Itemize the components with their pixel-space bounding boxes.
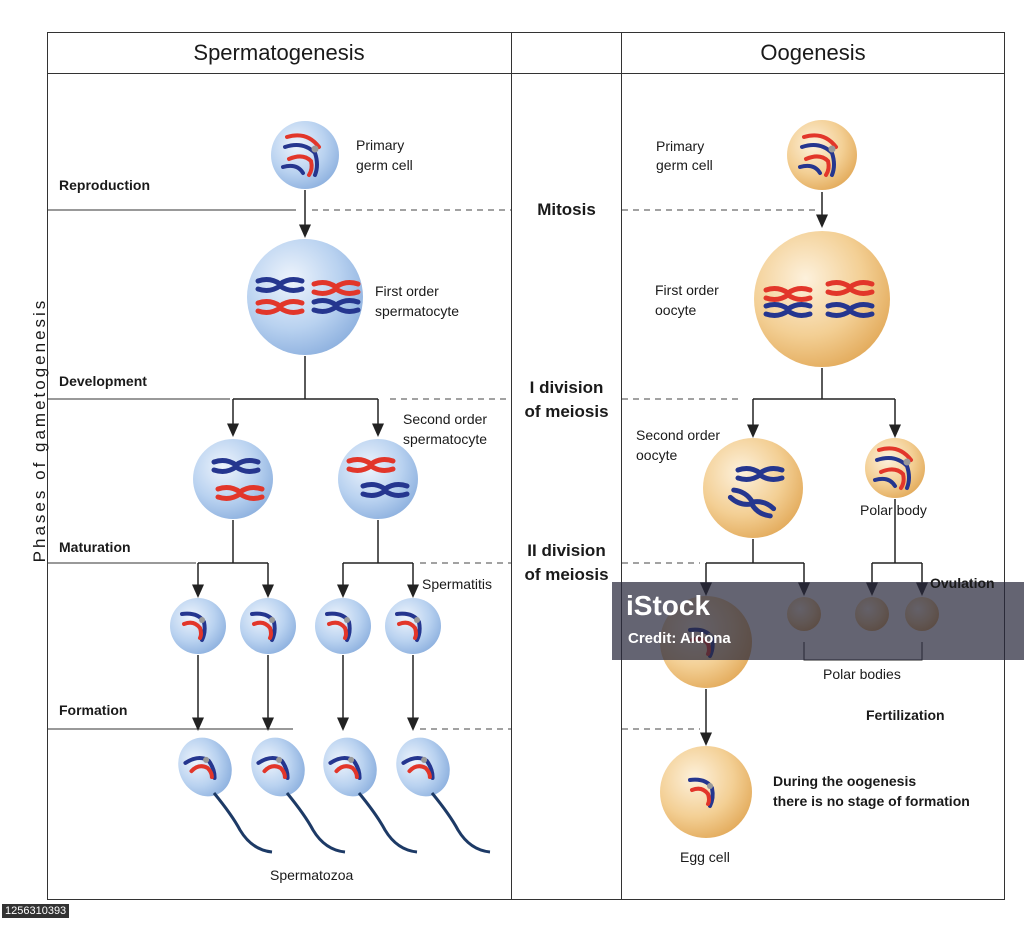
sperm-primary-label-b: germ cell (356, 157, 413, 173)
column-divider-left (511, 32, 512, 900)
watermark-band (612, 582, 1024, 660)
phase-development: Development (59, 373, 147, 389)
oo-first-order-label-b: oocyte (655, 302, 697, 318)
phase-formation: Formation (59, 702, 128, 718)
ovulation-label: Ovulation (930, 575, 995, 591)
label-second-division-b: of meiosis (524, 565, 609, 584)
phase-maturation: Maturation (59, 539, 131, 555)
spermatid-cells (170, 598, 441, 654)
fertilization-label: Fertilization (866, 707, 945, 723)
diagram-frame (47, 32, 1005, 900)
sperm-primary-cell (271, 121, 339, 189)
oogenesis-note-a: During the oogenesis (773, 773, 917, 789)
oo-primary-cell (787, 120, 857, 190)
polar-body-label: Polar body (860, 502, 927, 518)
oo-primary-label-b: germ cell (656, 157, 713, 173)
spermatozoa-label: Spermatozoa (270, 867, 354, 883)
header-oogenesis: Oogenesis (760, 40, 866, 65)
sperm-second-order-label-a: Second order (403, 411, 488, 427)
label-second-division-a: II division (527, 541, 606, 560)
oogenesis-note-b: there is no stage of formation (773, 793, 970, 809)
watermark-credit: Credit: Aldona (628, 630, 731, 647)
sperm-first-order-label-a: First order (375, 283, 439, 299)
label-first-division-b: of meiosis (524, 402, 609, 421)
header-spermatogenesis: Spermatogenesis (193, 40, 365, 65)
oo-second-order-label-b: oocyte (636, 447, 678, 463)
label-first-division-a: I division (529, 378, 604, 397)
oo-first-order-cell (754, 231, 890, 367)
label-mitosis: Mitosis (537, 200, 596, 219)
polar-bodies-label: Polar bodies (823, 666, 901, 682)
phase-reproduction: Reproduction (59, 177, 150, 193)
sperm-primary-label-a: Primary (356, 137, 405, 153)
spermatids-label: Spermatitis (422, 576, 493, 592)
spermatozoa-cells (178, 737, 491, 854)
watermark-logo: iStock (626, 590, 711, 621)
sperm-second-order-cell-a (193, 439, 273, 519)
sperm-second-order-label-b: spermatocyte (403, 431, 488, 447)
sperm-first-order-label-b: spermatocyte (375, 303, 460, 319)
oo-second-order-cell (703, 438, 803, 538)
header-divider (47, 73, 1005, 74)
oo-first-order-label-a: First order (655, 282, 719, 298)
oo-primary-label-a: Primary (656, 138, 705, 154)
column-divider-right (621, 32, 622, 900)
sperm-first-order-cell (247, 239, 363, 355)
oo-second-order-label-a: Second order (636, 427, 721, 443)
sperm-second-order-cell-b (338, 439, 418, 519)
stock-id: 1256310393 (2, 904, 70, 918)
egg-cell-label: Egg cell (680, 849, 730, 865)
